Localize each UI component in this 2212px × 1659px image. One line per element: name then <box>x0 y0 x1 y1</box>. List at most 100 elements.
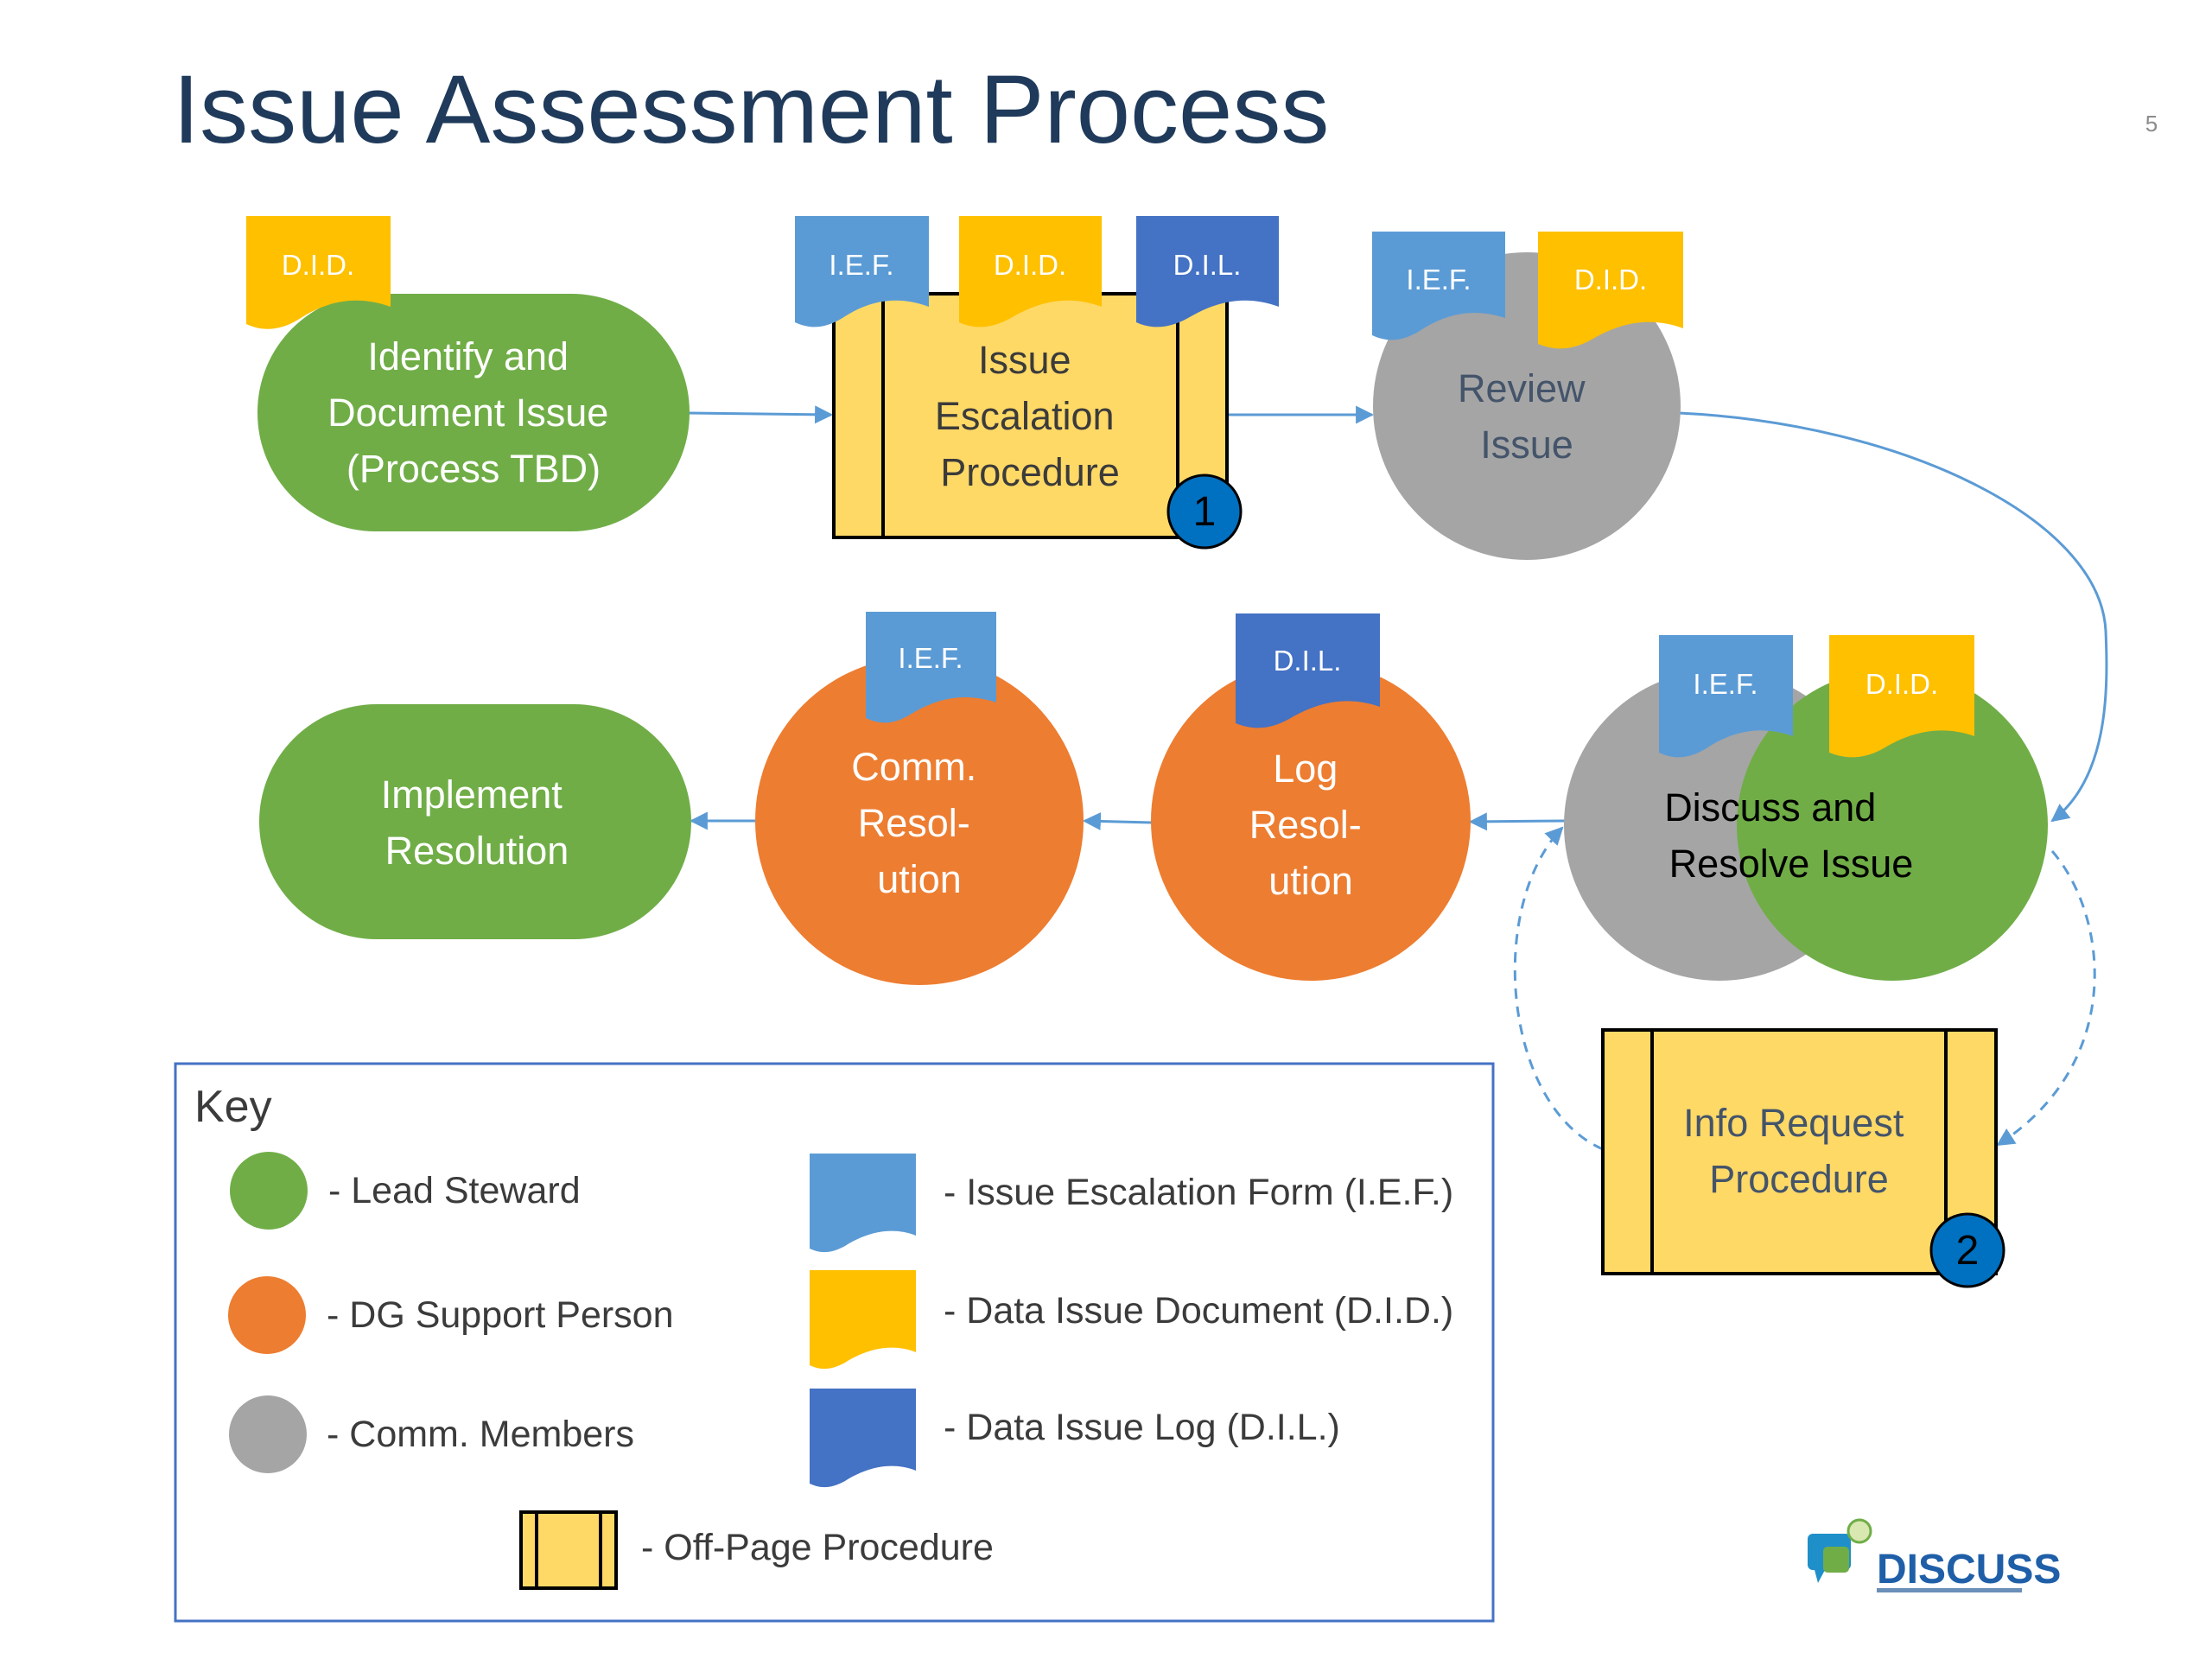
node-implement-resolution: Implement Resolution <box>259 704 691 939</box>
doc-tag-ief: I.E.F. <box>795 216 929 327</box>
legend-title: Key <box>194 1082 272 1132</box>
did-document-shape <box>246 216 391 329</box>
doc-tag-label: D.I.L. <box>1173 249 1242 281</box>
doc-tag-label: I.E.F. <box>898 642 963 674</box>
svg-text:Review Issue: Review Issue <box>1458 366 1596 467</box>
procedure-shape <box>1601 1028 1998 1275</box>
legend-label-lead-steward: - Lead Steward <box>328 1170 581 1211</box>
node-info-request-procedure: Info Request Procedure 2 <box>1601 1028 2005 1288</box>
legend-label-comm-members: - Comm. Members <box>327 1414 634 1455</box>
doc-tag-label: I.E.F. <box>1693 668 1758 700</box>
legend-swatch-lead-steward <box>230 1152 308 1230</box>
dil-document-shape <box>1236 613 1380 728</box>
dashed-arrow-info-to-discuss <box>1513 826 1604 1151</box>
page-number: 5 <box>2145 111 2158 137</box>
node-label-line: Identify and <box>367 334 569 378</box>
doc-tag-dil: D.I.L. <box>1236 613 1380 728</box>
step-badge-number: 2 <box>1956 1228 1980 1274</box>
node-label-line: Document Issue <box>327 391 608 435</box>
ief-document-shape <box>1659 635 1793 758</box>
lead-steward-shape <box>257 294 690 531</box>
did-document-shape <box>1829 635 1974 758</box>
doc-tag-label: I.E.F. <box>829 249 893 281</box>
ief-document-shape <box>866 612 996 723</box>
step-badge-number: 1 <box>1193 489 1217 535</box>
doc-tag-label: I.E.F. <box>1406 264 1471 296</box>
doc-tag-did: D.I.D. <box>959 216 1102 327</box>
arrow-review-to-discuss <box>1678 411 2108 823</box>
legend-swatch-dil <box>810 1389 916 1488</box>
ief-document-shape <box>1372 232 1505 340</box>
doc-tag-label: D.I.D. <box>994 249 1066 281</box>
svg-text:Info Request Procedure: Info Request Procedure <box>1683 1101 1915 1201</box>
legend-swatch-dg-support <box>228 1276 306 1354</box>
doc-tag-label: D.I.L. <box>1274 645 1342 677</box>
node-label-line: Issue <box>978 338 1071 382</box>
legend-swatch-did <box>810 1270 916 1370</box>
svg-text:Identify and Document I: Identify and Document Issue (Process TBD… <box>327 334 620 491</box>
doc-tag-ief: I.E.F. <box>1372 232 1505 340</box>
node-label-line: Log <box>1273 747 1338 791</box>
svg-text:Implement Resolution: Implement Resolution <box>381 772 574 873</box>
node-identify-document-issue: Identify and Document Issue (Process TBD… <box>257 294 690 531</box>
legend-label-dg-support: - DG Support Person <box>327 1294 674 1336</box>
dg-support-shape <box>755 657 1084 985</box>
node-label-line: Resolve Issue <box>1669 842 1914 886</box>
lead-steward-shape <box>259 704 691 939</box>
svg-text:Log Resol- ution: Log Resol- ution <box>1249 747 1373 903</box>
node-discuss-resolve-issue: Discuss and Resolve Issue <box>1564 670 2048 981</box>
legend-label-did: - Data Issue Document (D.I.D.) <box>944 1290 1453 1332</box>
node-label-line: ution <box>877 857 962 901</box>
doc-tag-dil: D.I.L. <box>1136 216 1279 327</box>
node-label-line: Implement <box>381 772 563 817</box>
logo-wordmark: DISCUSS <box>1877 1547 2061 1592</box>
doc-tag-did: D.I.D. <box>246 216 391 329</box>
legend-swatch-ief <box>810 1154 916 1253</box>
legend-swatch-comm-members <box>229 1395 307 1473</box>
doc-tag-label: D.I.D. <box>282 249 354 281</box>
arrow-log-to-comm <box>1082 811 1153 830</box>
node-label-line: Escalation <box>935 394 1115 438</box>
legend: Key - Lead Steward - DG Support Person -… <box>174 1062 1495 1623</box>
legend-label-ief: - Issue Escalation Form (I.E.F.) <box>944 1172 1453 1213</box>
procedure-shape <box>832 292 1229 539</box>
svg-text:Comm. Resol- ution: Comm. Resol- ution <box>851 745 988 901</box>
arrow-discuss-to-log <box>1468 812 1567 831</box>
svg-text:Discuss and Resolve Issu: Discuss and Resolve Issue <box>1664 785 1913 886</box>
node-issue-escalation-procedure: Issue Escalation Procedure 1 <box>832 292 1243 550</box>
node-label-line: Procedure <box>1709 1157 1889 1201</box>
node-comm-resolution: Comm. Resol- ution <box>755 657 1084 985</box>
node-label-line: Resol- <box>858 801 970 845</box>
node-log-resolution: Log Resol- ution <box>1151 661 1471 981</box>
doc-tag-ief: I.E.F. <box>866 612 996 723</box>
doc-tag-did: D.I.D. <box>1829 635 1974 758</box>
dg-support-shape <box>1151 661 1471 981</box>
node-label-line: Resol- <box>1249 803 1362 847</box>
doc-tag-label: D.I.D. <box>1866 668 1938 700</box>
node-label-line: Procedure <box>940 450 1120 494</box>
node-label-line: ution <box>1268 859 1353 903</box>
dil-document-shape <box>1136 216 1279 327</box>
legend-label-procedure: - Off-Page Procedure <box>641 1527 994 1568</box>
node-label-line: Comm. <box>851 745 976 789</box>
discuss-logo: DISCUSS <box>1808 1518 2061 1592</box>
doc-tag-did: D.I.D. <box>1538 232 1683 349</box>
node-label-line: Info Request <box>1683 1101 1904 1145</box>
doc-tag-ief: I.E.F. <box>1659 635 1793 758</box>
node-label-line: Resolution <box>385 829 569 873</box>
step-badge <box>1929 1212 2005 1288</box>
doc-tag-label: D.I.D. <box>1574 264 1647 296</box>
arrow-identify-to-escalation <box>688 405 834 424</box>
step-badge <box>1166 474 1243 550</box>
page-title: Issue Assessment Process <box>173 55 1329 163</box>
ief-document-shape <box>795 216 929 327</box>
node-label-line: Review <box>1458 366 1586 410</box>
lead-steward-shape <box>1737 670 2048 981</box>
svg-text:Issue Escalation P: Issue Escalation Procedure <box>935 338 1125 494</box>
node-label-line: Issue <box>1480 423 1573 467</box>
legend-label-dil: - Data Issue Log (D.I.L.) <box>944 1407 1340 1448</box>
node-label-line: (Process TBD) <box>346 447 601 491</box>
dashed-arrow-discuss-to-info <box>1996 850 2096 1147</box>
